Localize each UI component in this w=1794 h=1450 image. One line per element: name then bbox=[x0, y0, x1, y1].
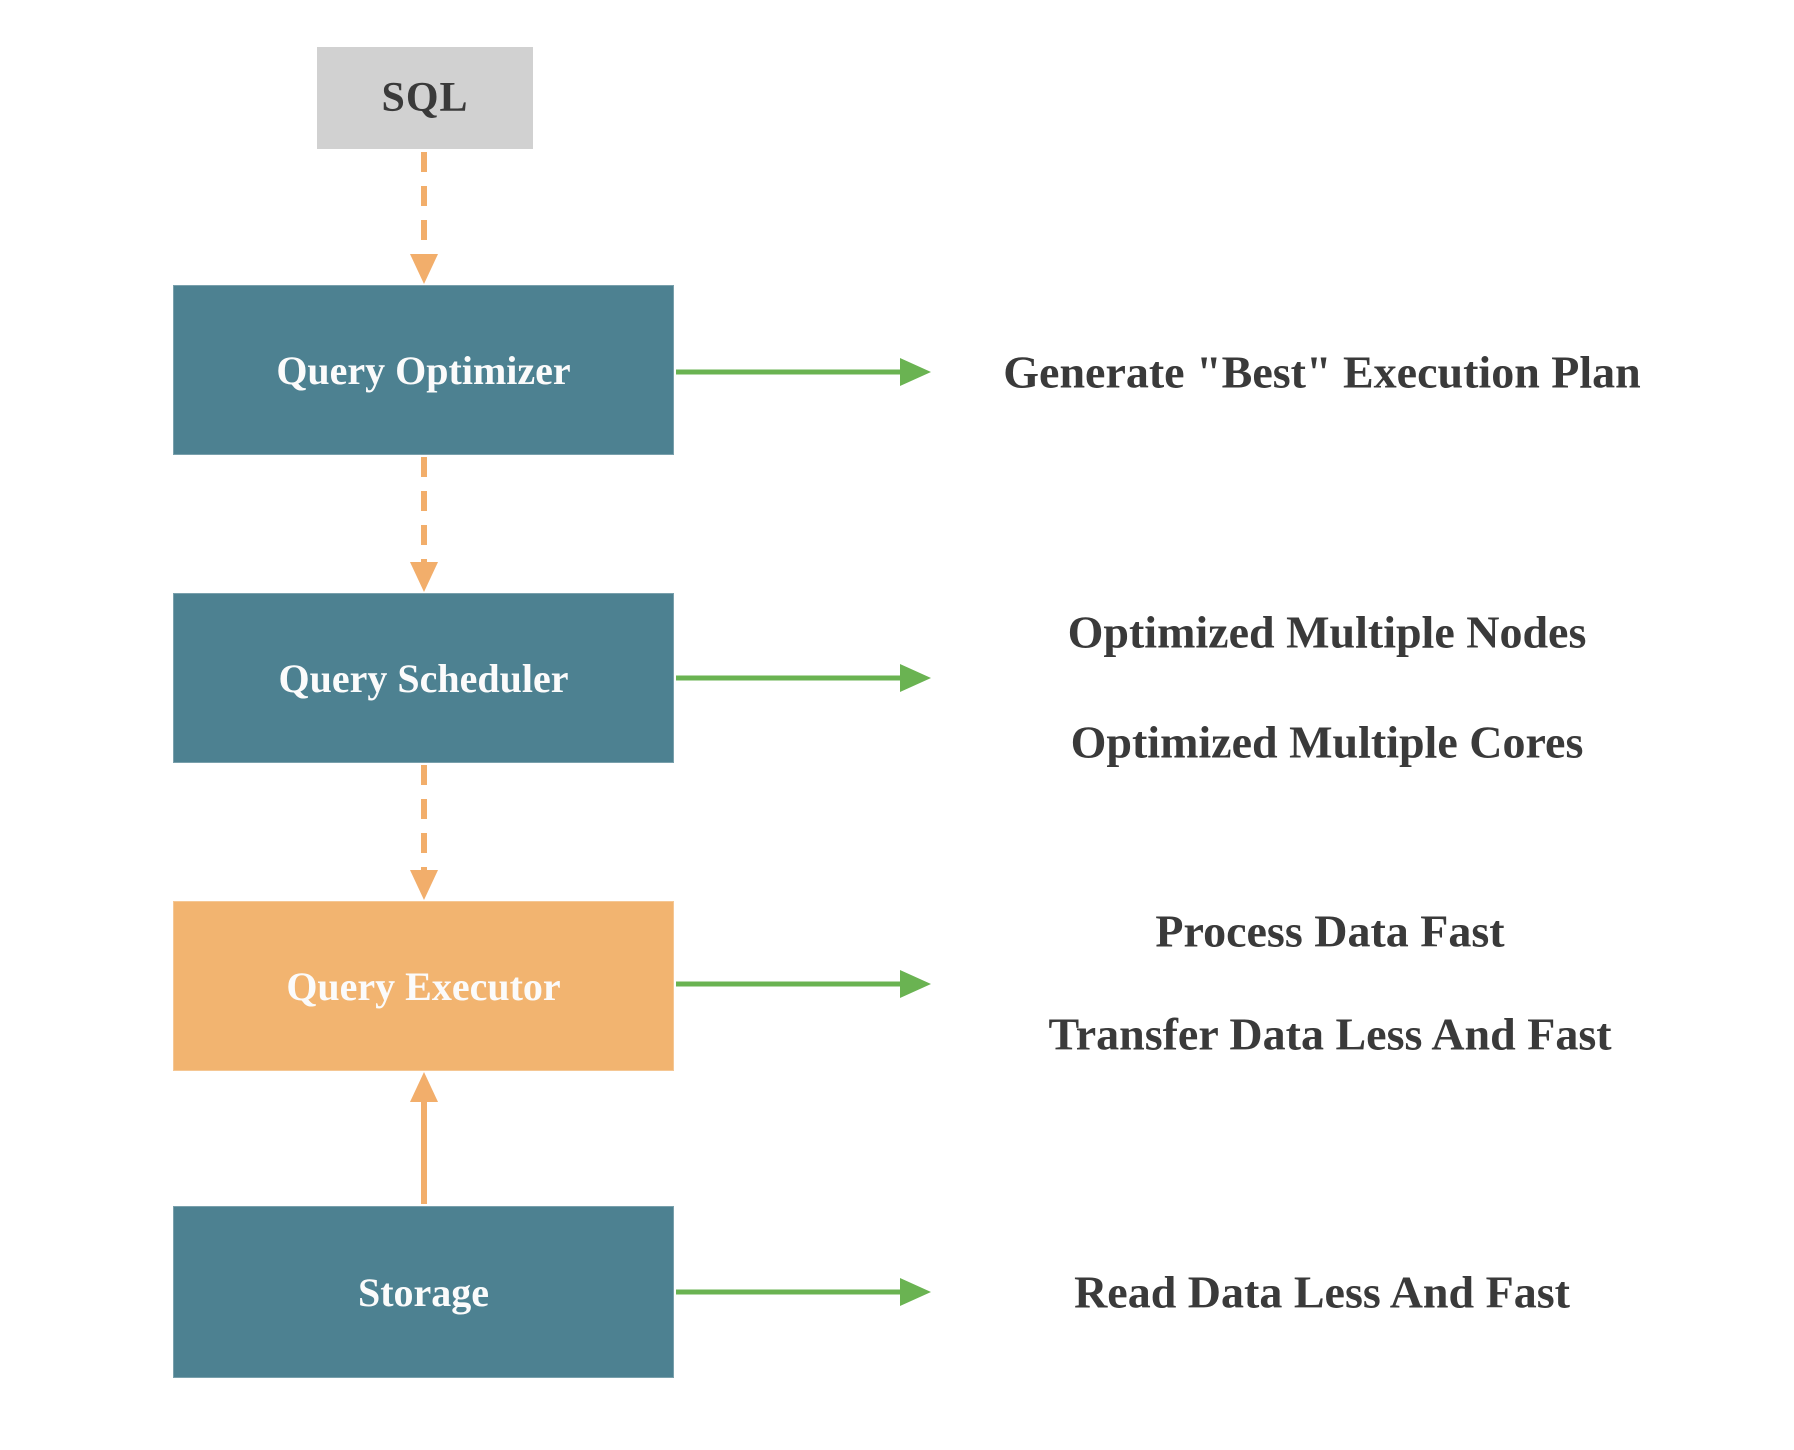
annotation-scheduler-line1: Optimized Multiple Nodes bbox=[1067, 606, 1587, 658]
node-storage: Storage bbox=[173, 1206, 674, 1378]
node-sql: SQL bbox=[317, 47, 533, 149]
arrow-optimizer-note bbox=[676, 358, 931, 386]
arrow-scheduler-to-executor bbox=[410, 765, 438, 900]
node-storage-label: Storage bbox=[357, 1269, 490, 1315]
arrow-storage-note bbox=[676, 1278, 931, 1306]
node-query-scheduler: Query Scheduler bbox=[173, 593, 674, 763]
annotation-optimizer: Generate "Best" Execution Plan bbox=[1003, 346, 1641, 398]
arrow-storage-to-executor bbox=[410, 1072, 438, 1204]
arrow-executor-note bbox=[676, 970, 931, 998]
annotation-storage: Read Data Less And Fast bbox=[1074, 1266, 1570, 1318]
arrow-sql-to-optimizer bbox=[410, 152, 438, 284]
node-query-executor: Query Executor bbox=[173, 901, 674, 1071]
node-query-optimizer-label: Query Optimizer bbox=[276, 347, 571, 393]
annotation-scheduler-line2: Optimized Multiple Cores bbox=[1070, 716, 1584, 768]
annotation-executor-line2: Transfer Data Less And Fast bbox=[1048, 1008, 1612, 1060]
node-sql-label: SQL bbox=[381, 75, 469, 121]
node-query-scheduler-label: Query Scheduler bbox=[278, 655, 569, 701]
arrow-optimizer-to-scheduler bbox=[410, 457, 438, 592]
arrow-scheduler-note bbox=[676, 664, 931, 692]
node-query-executor-label: Query Executor bbox=[286, 963, 561, 1009]
node-query-optimizer: Query Optimizer bbox=[173, 285, 674, 455]
annotation-executor-line1: Process Data Fast bbox=[1155, 905, 1505, 957]
